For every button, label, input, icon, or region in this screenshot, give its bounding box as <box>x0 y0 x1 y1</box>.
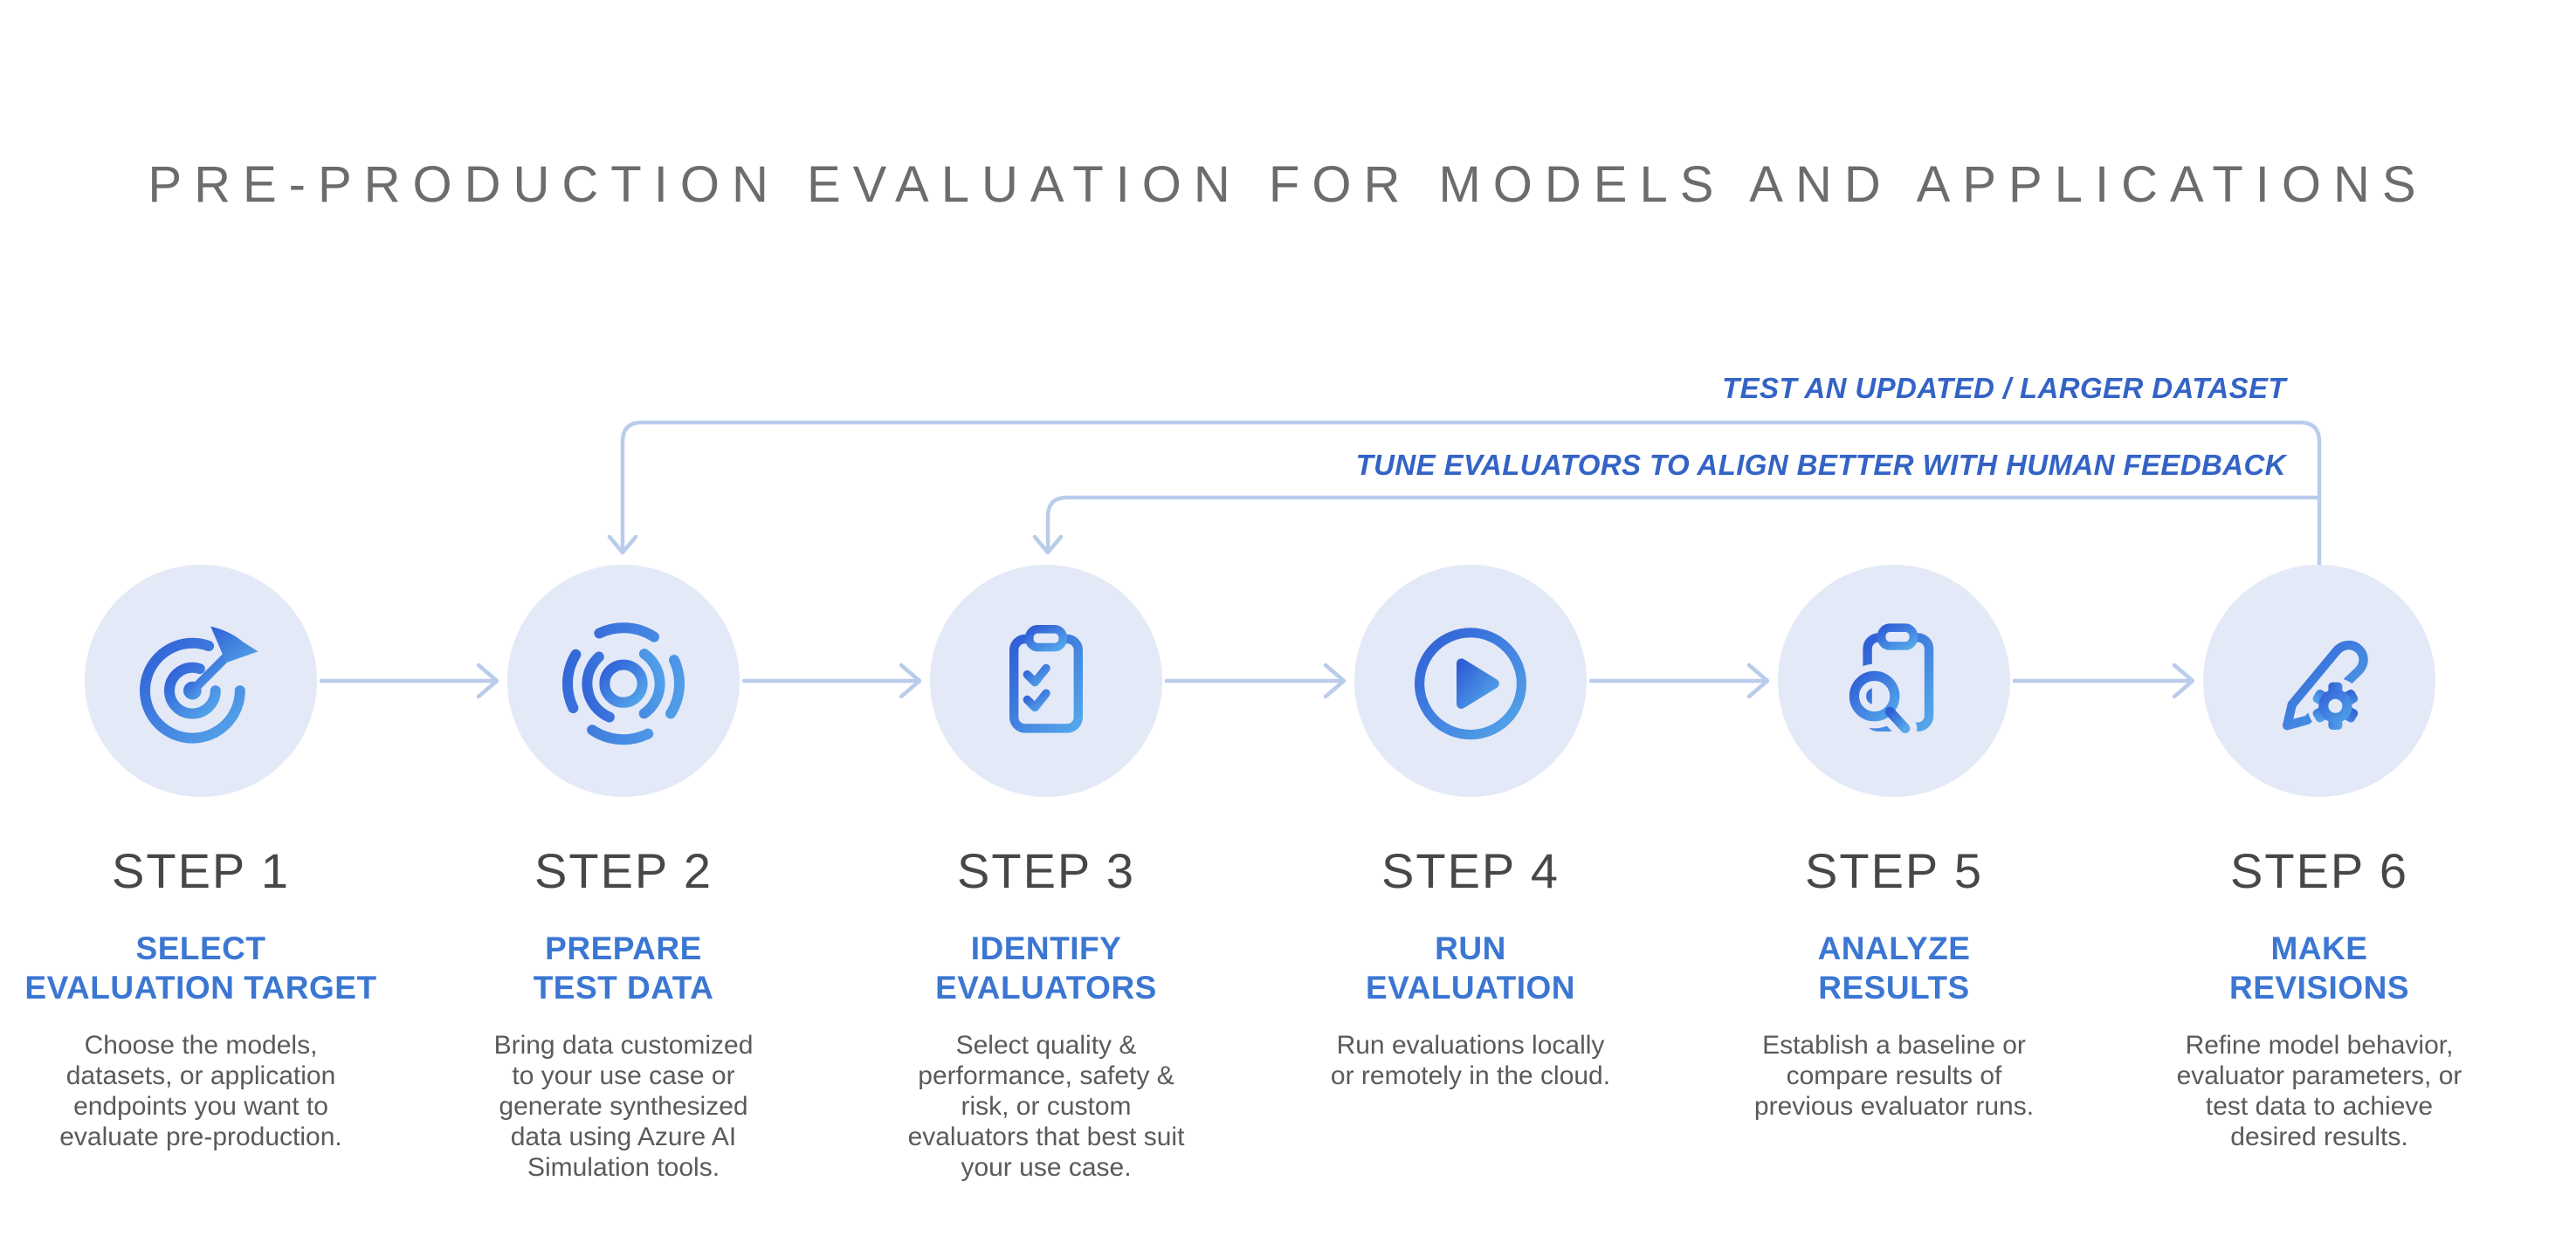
pencil-gear-icon <box>2283 641 2368 734</box>
step-5-label: STEP 5 <box>1805 843 1983 898</box>
arrow-step1-step2 <box>319 663 499 699</box>
step-6-description: Refine model behavior, evaluator paramet… <box>2176 1031 2462 1151</box>
step-5-title: ANALYZE RESULTS <box>1817 930 1971 1006</box>
arrow-step3-step4 <box>1164 663 1347 699</box>
feedback-loop-tune-evaluators <box>1032 495 2322 555</box>
target-arrow-icon <box>140 626 258 744</box>
step-1-circle <box>85 565 317 797</box>
step-6-label: STEP 6 <box>2230 843 2408 898</box>
step-2-circle <box>507 565 740 797</box>
step-5-description: Establish a baseline or compare results … <box>1753 1031 2035 1121</box>
step-4-circle <box>1354 565 1587 797</box>
step-6-circle <box>2203 565 2435 797</box>
step-6: STEP 6 MAKE REVISIONS Refine model behav… <box>2114 845 2524 1152</box>
step-3-label: STEP 3 <box>957 843 1135 898</box>
arrow-step4-step5 <box>1588 663 1770 699</box>
step-5: STEP 5 ANALYZE RESULTS Establish a basel… <box>1689 845 2099 1122</box>
step-4: STEP 4 RUN EVALUATION Run evaluations lo… <box>1265 845 1676 1091</box>
clipboard-checklist-icon <box>1009 625 1083 733</box>
step-2-title: PREPARE TEST DATA <box>533 930 714 1006</box>
step-2-description: Bring data customized to your use case o… <box>493 1031 754 1182</box>
feedback-loop-test-dataset <box>607 420 2322 568</box>
step-4-description: Run evaluations locally or remotely in t… <box>1330 1031 1611 1090</box>
step-5-circle <box>1778 565 2010 797</box>
step-1: STEP 1 SELECT EVALUATION TARGET Choose t… <box>0 845 406 1152</box>
play-circle-icon <box>1415 628 1526 740</box>
step-3-circle <box>930 565 1162 797</box>
page-title: PRE-PRODUCTION EVALUATION FOR MODELS AND… <box>148 156 2428 213</box>
step-2: STEP 2 PREPARE TEST DATA Bring data cust… <box>418 845 829 1183</box>
feedback-label-tune-evaluators: TUNE EVALUATORS TO ALIGN BETTER WITH HUM… <box>1355 449 2286 481</box>
clipboard-search-icon <box>1842 623 1934 740</box>
step-1-description: Choose the models, datasets, or applicat… <box>59 1031 342 1151</box>
step-2-label: STEP 2 <box>534 843 713 898</box>
data-scan-icon <box>562 622 685 745</box>
arrow-step5-step6 <box>2012 663 2195 699</box>
step-3-title: IDENTIFY EVALUATORS <box>935 930 1157 1006</box>
step-1-title: SELECT EVALUATION TARGET <box>24 930 377 1006</box>
step-1-label: STEP 1 <box>112 843 290 898</box>
step-6-title: MAKE REVISIONS <box>2229 930 2409 1006</box>
step-3-description: Select quality & performance, safety & r… <box>907 1031 1185 1182</box>
step-3: STEP 3 IDENTIFY EVALUATORS Select qualit… <box>841 845 1251 1183</box>
arrow-step2-step3 <box>741 663 922 699</box>
step-4-label: STEP 4 <box>1381 843 1560 898</box>
feedback-label-test-dataset: TEST AN UPDATED / LARGER DATASET <box>1722 372 2286 404</box>
step-4-title: RUN EVALUATION <box>1365 930 1575 1006</box>
